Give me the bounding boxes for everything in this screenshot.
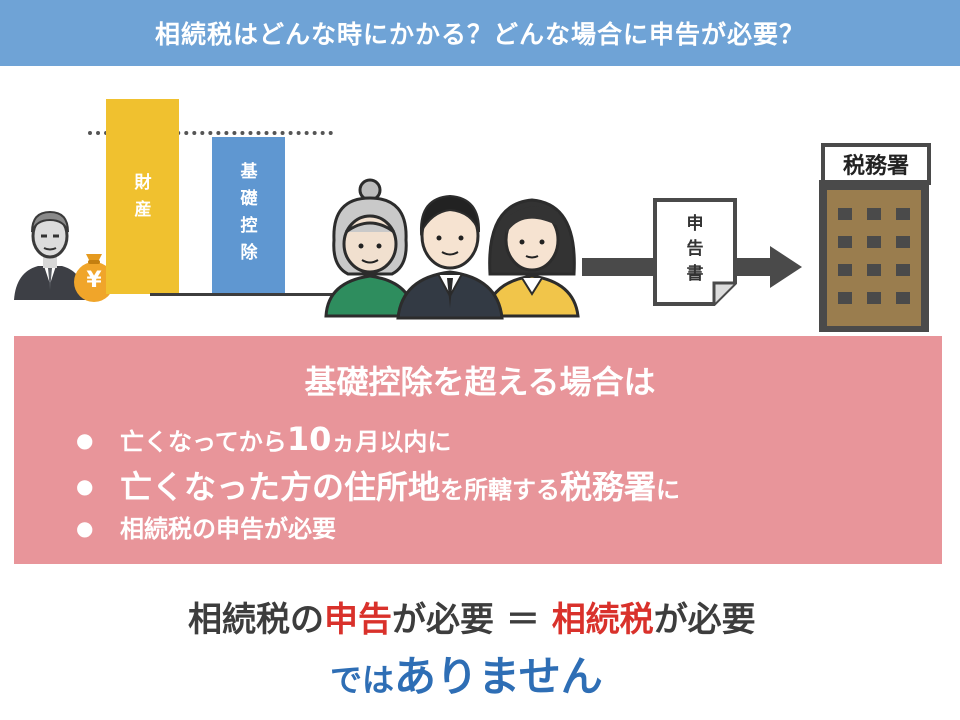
baseline (150, 293, 335, 296)
heirs-family-icon (324, 178, 580, 320)
document-label: 申告書 (686, 214, 704, 284)
condition-panel (14, 336, 942, 564)
deceased-person-icon (14, 210, 86, 300)
bottom-statement: 相続税の申告が必要 ＝ 相続税が必要 (188, 600, 756, 640)
page-title: 相続税はどんな時にかかる？どんな場合に申告が必要？ (0, 0, 960, 66)
panel-line-3: 相続税の申告が必要 (120, 515, 336, 543)
tax-return-document-icon (653, 198, 737, 306)
bottom-conclusion: ではありません (330, 652, 603, 701)
money-bag-icon (74, 254, 114, 302)
bullet-1: ● (76, 428, 94, 452)
assets-bar (106, 99, 179, 294)
panel-line-2: 亡くなった方の住所地を所轄する税務署に (120, 468, 681, 506)
assets-bar-label: 財産 (134, 173, 152, 220)
bullet-2: ● (76, 474, 94, 498)
yen-symbol: ¥ (86, 268, 102, 293)
basic-deduction-bar-label: 基礎控除 (240, 162, 258, 263)
panel-line-1: 亡くなってから10ヵ月以内に (120, 420, 452, 458)
deduction-threshold-line (88, 131, 333, 135)
panel-heading: 基礎控除を超える場合は (304, 363, 656, 401)
bullet-3: ● (76, 516, 94, 540)
basic-deduction-bar (212, 137, 285, 294)
tax-office-building-icon (819, 180, 929, 332)
